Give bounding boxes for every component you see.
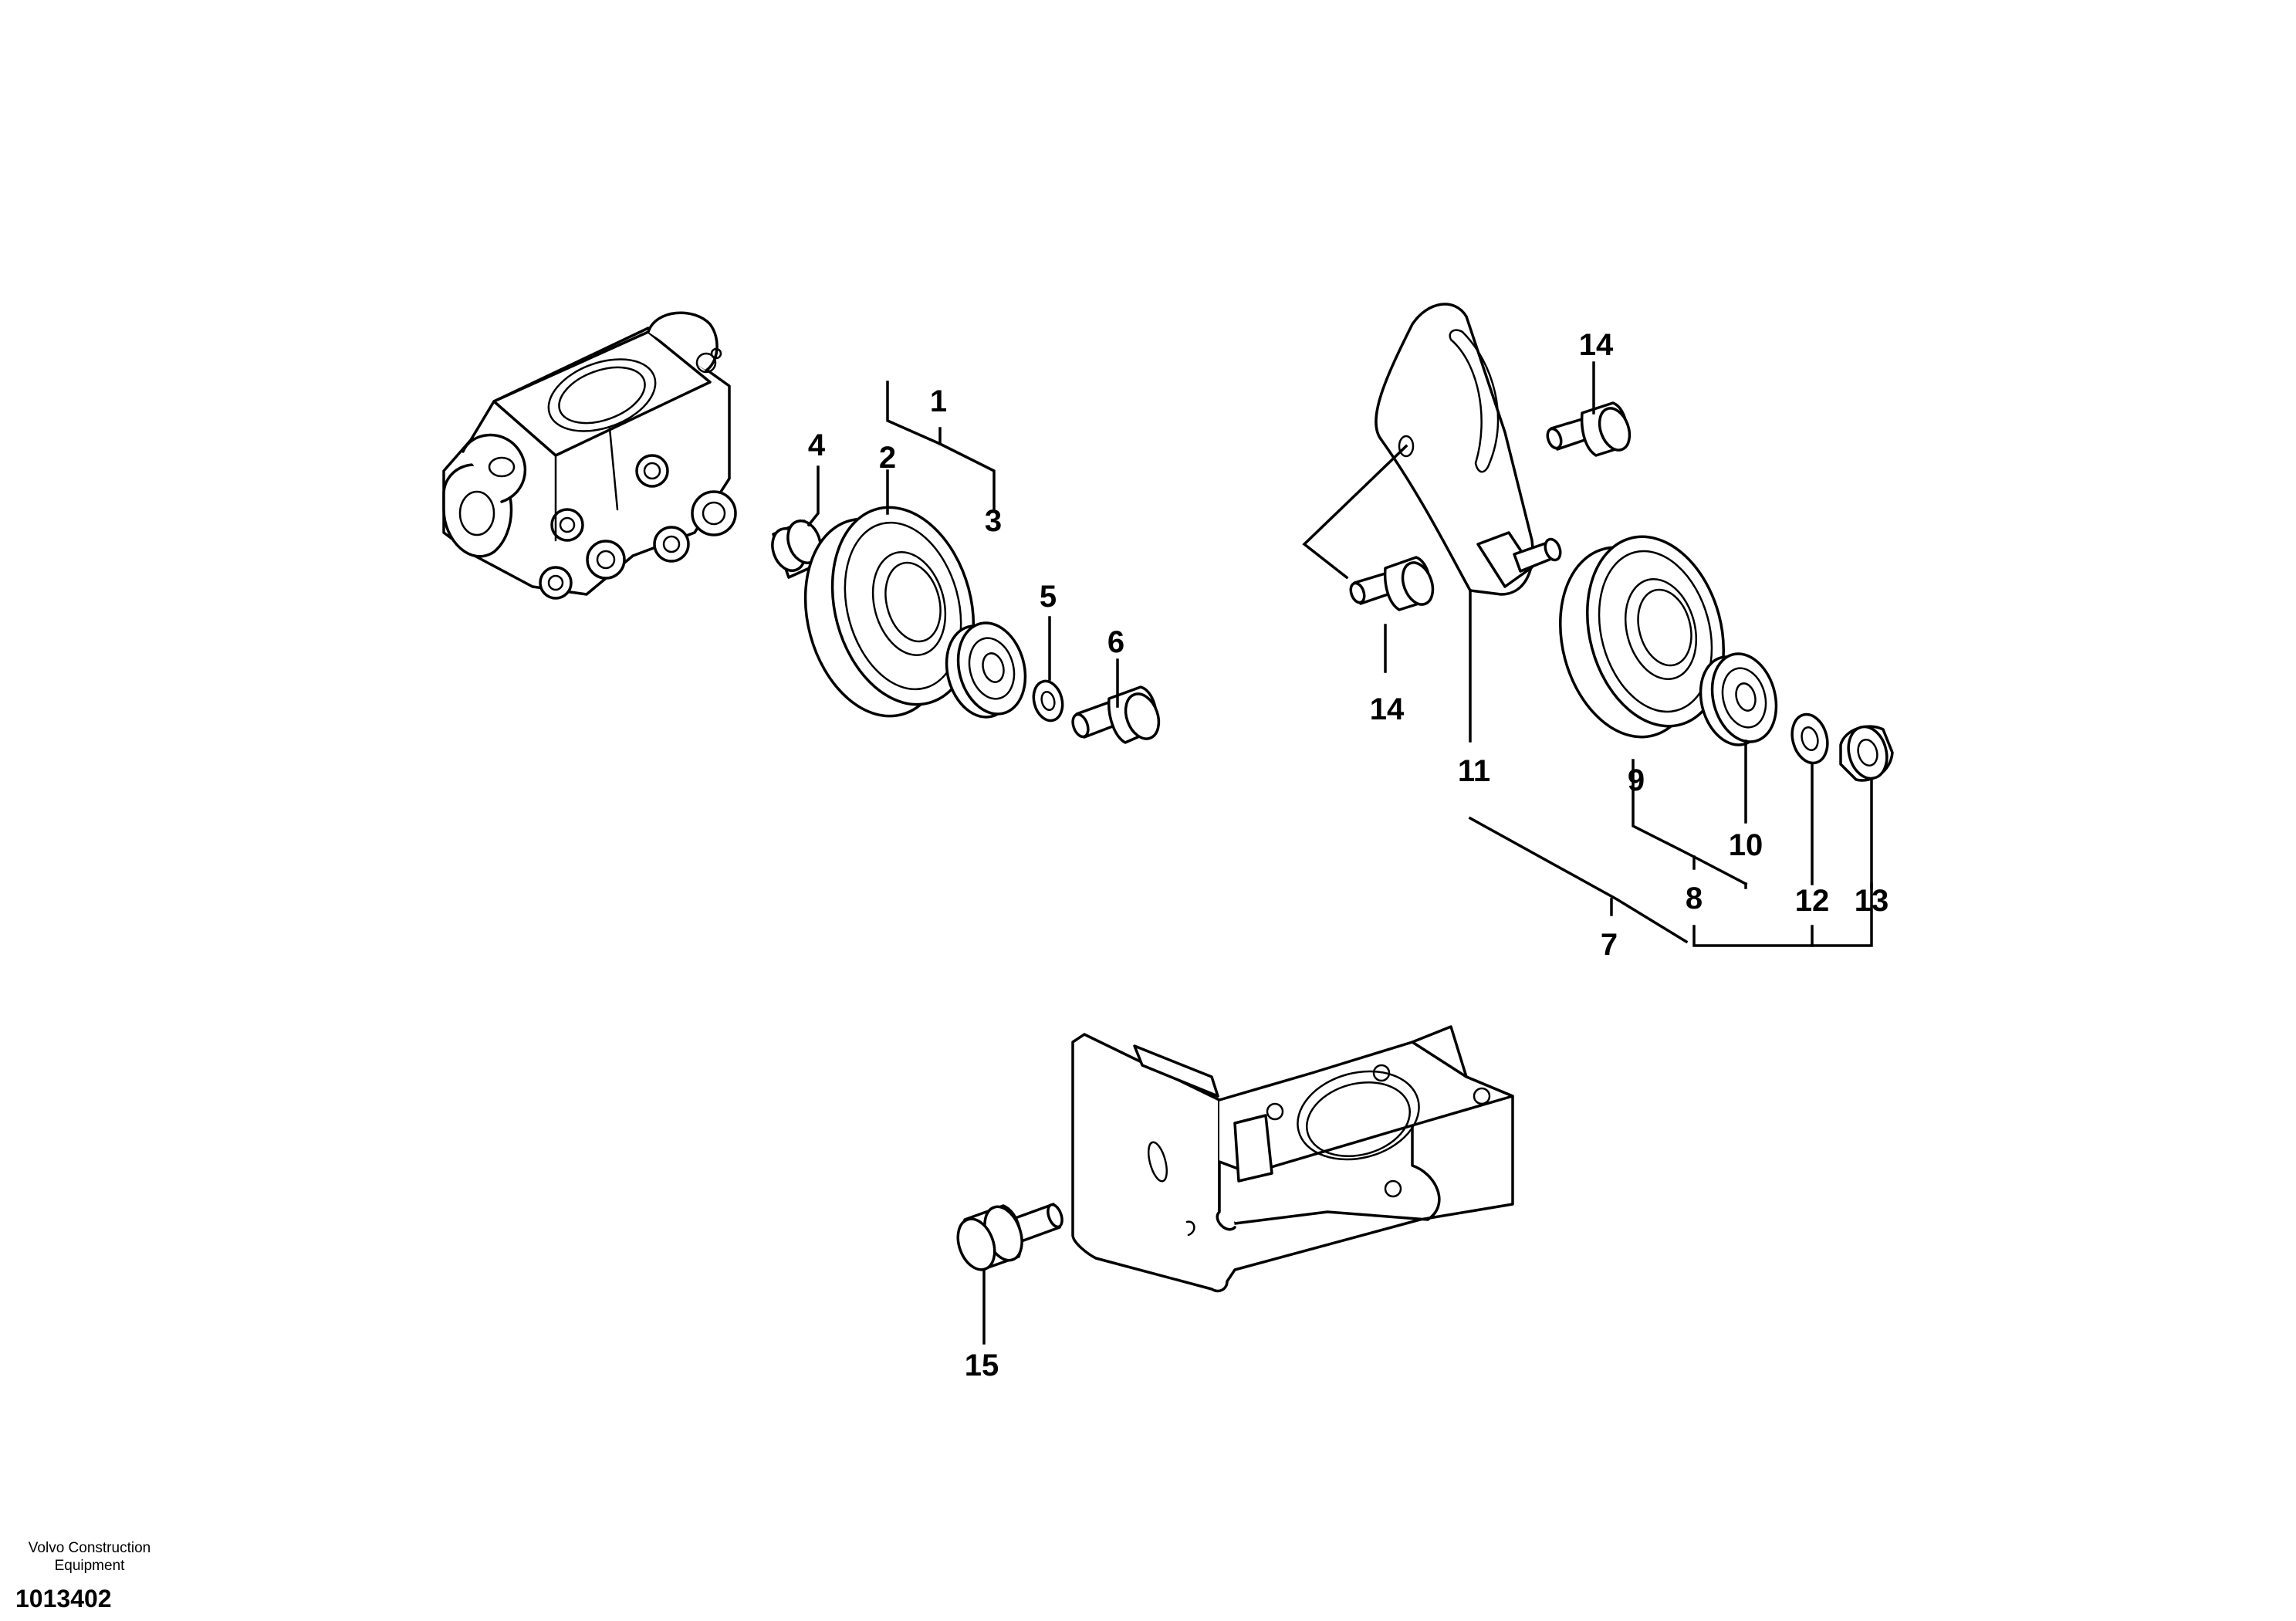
brand-line-2: Equipment	[54, 1558, 125, 1574]
callout-6: 6	[1107, 625, 1124, 659]
washer-12	[1790, 712, 1829, 765]
brand-line-1: Volvo Construction	[28, 1540, 151, 1556]
callout-4: 4	[808, 428, 826, 462]
callout-14-bottom: 14	[1370, 692, 1405, 726]
bearing-10	[1699, 652, 1778, 746]
pulley-9	[1559, 535, 1725, 739]
bearing-3	[945, 621, 1027, 719]
leader-lines	[806, 361, 1873, 1345]
callout-8: 8	[1686, 882, 1703, 915]
callout-1: 1	[930, 384, 947, 418]
callout-10: 10	[1729, 828, 1763, 862]
bolt-14-bottom	[1349, 556, 1435, 611]
nut-13	[1839, 725, 1894, 782]
brand-label: Volvo Construction Equipment	[0, 1539, 179, 1575]
stud-bolt	[1476, 531, 1562, 588]
document-number: 1013402	[15, 1585, 112, 1613]
bolt-14-top	[1546, 401, 1632, 457]
bolt-15	[956, 1203, 1063, 1271]
bolt-6	[1071, 685, 1161, 744]
callout-15: 15	[965, 1349, 999, 1382]
callout-2: 2	[879, 441, 896, 475]
mounting-bracket	[1071, 1025, 1514, 1293]
tension-bracket-11	[1375, 303, 1534, 596]
callout-5: 5	[1040, 580, 1057, 614]
callout-7: 7	[1601, 928, 1618, 962]
washer-5	[1032, 679, 1064, 723]
callout-3: 3	[985, 504, 1002, 538]
callout-12: 12	[1795, 884, 1830, 918]
callout-13: 13	[1855, 884, 1889, 918]
pump-housing	[442, 311, 737, 600]
callout-14-top: 14	[1579, 328, 1614, 362]
callout-11: 11	[1458, 754, 1490, 788]
callout-labels: 1 2 3 4 5 6 14 14 11 9 10 8 12 13 7 15	[808, 328, 1889, 1382]
bushing-4	[771, 519, 822, 579]
callout-9: 9	[1628, 763, 1645, 797]
pulley-2	[803, 506, 976, 718]
